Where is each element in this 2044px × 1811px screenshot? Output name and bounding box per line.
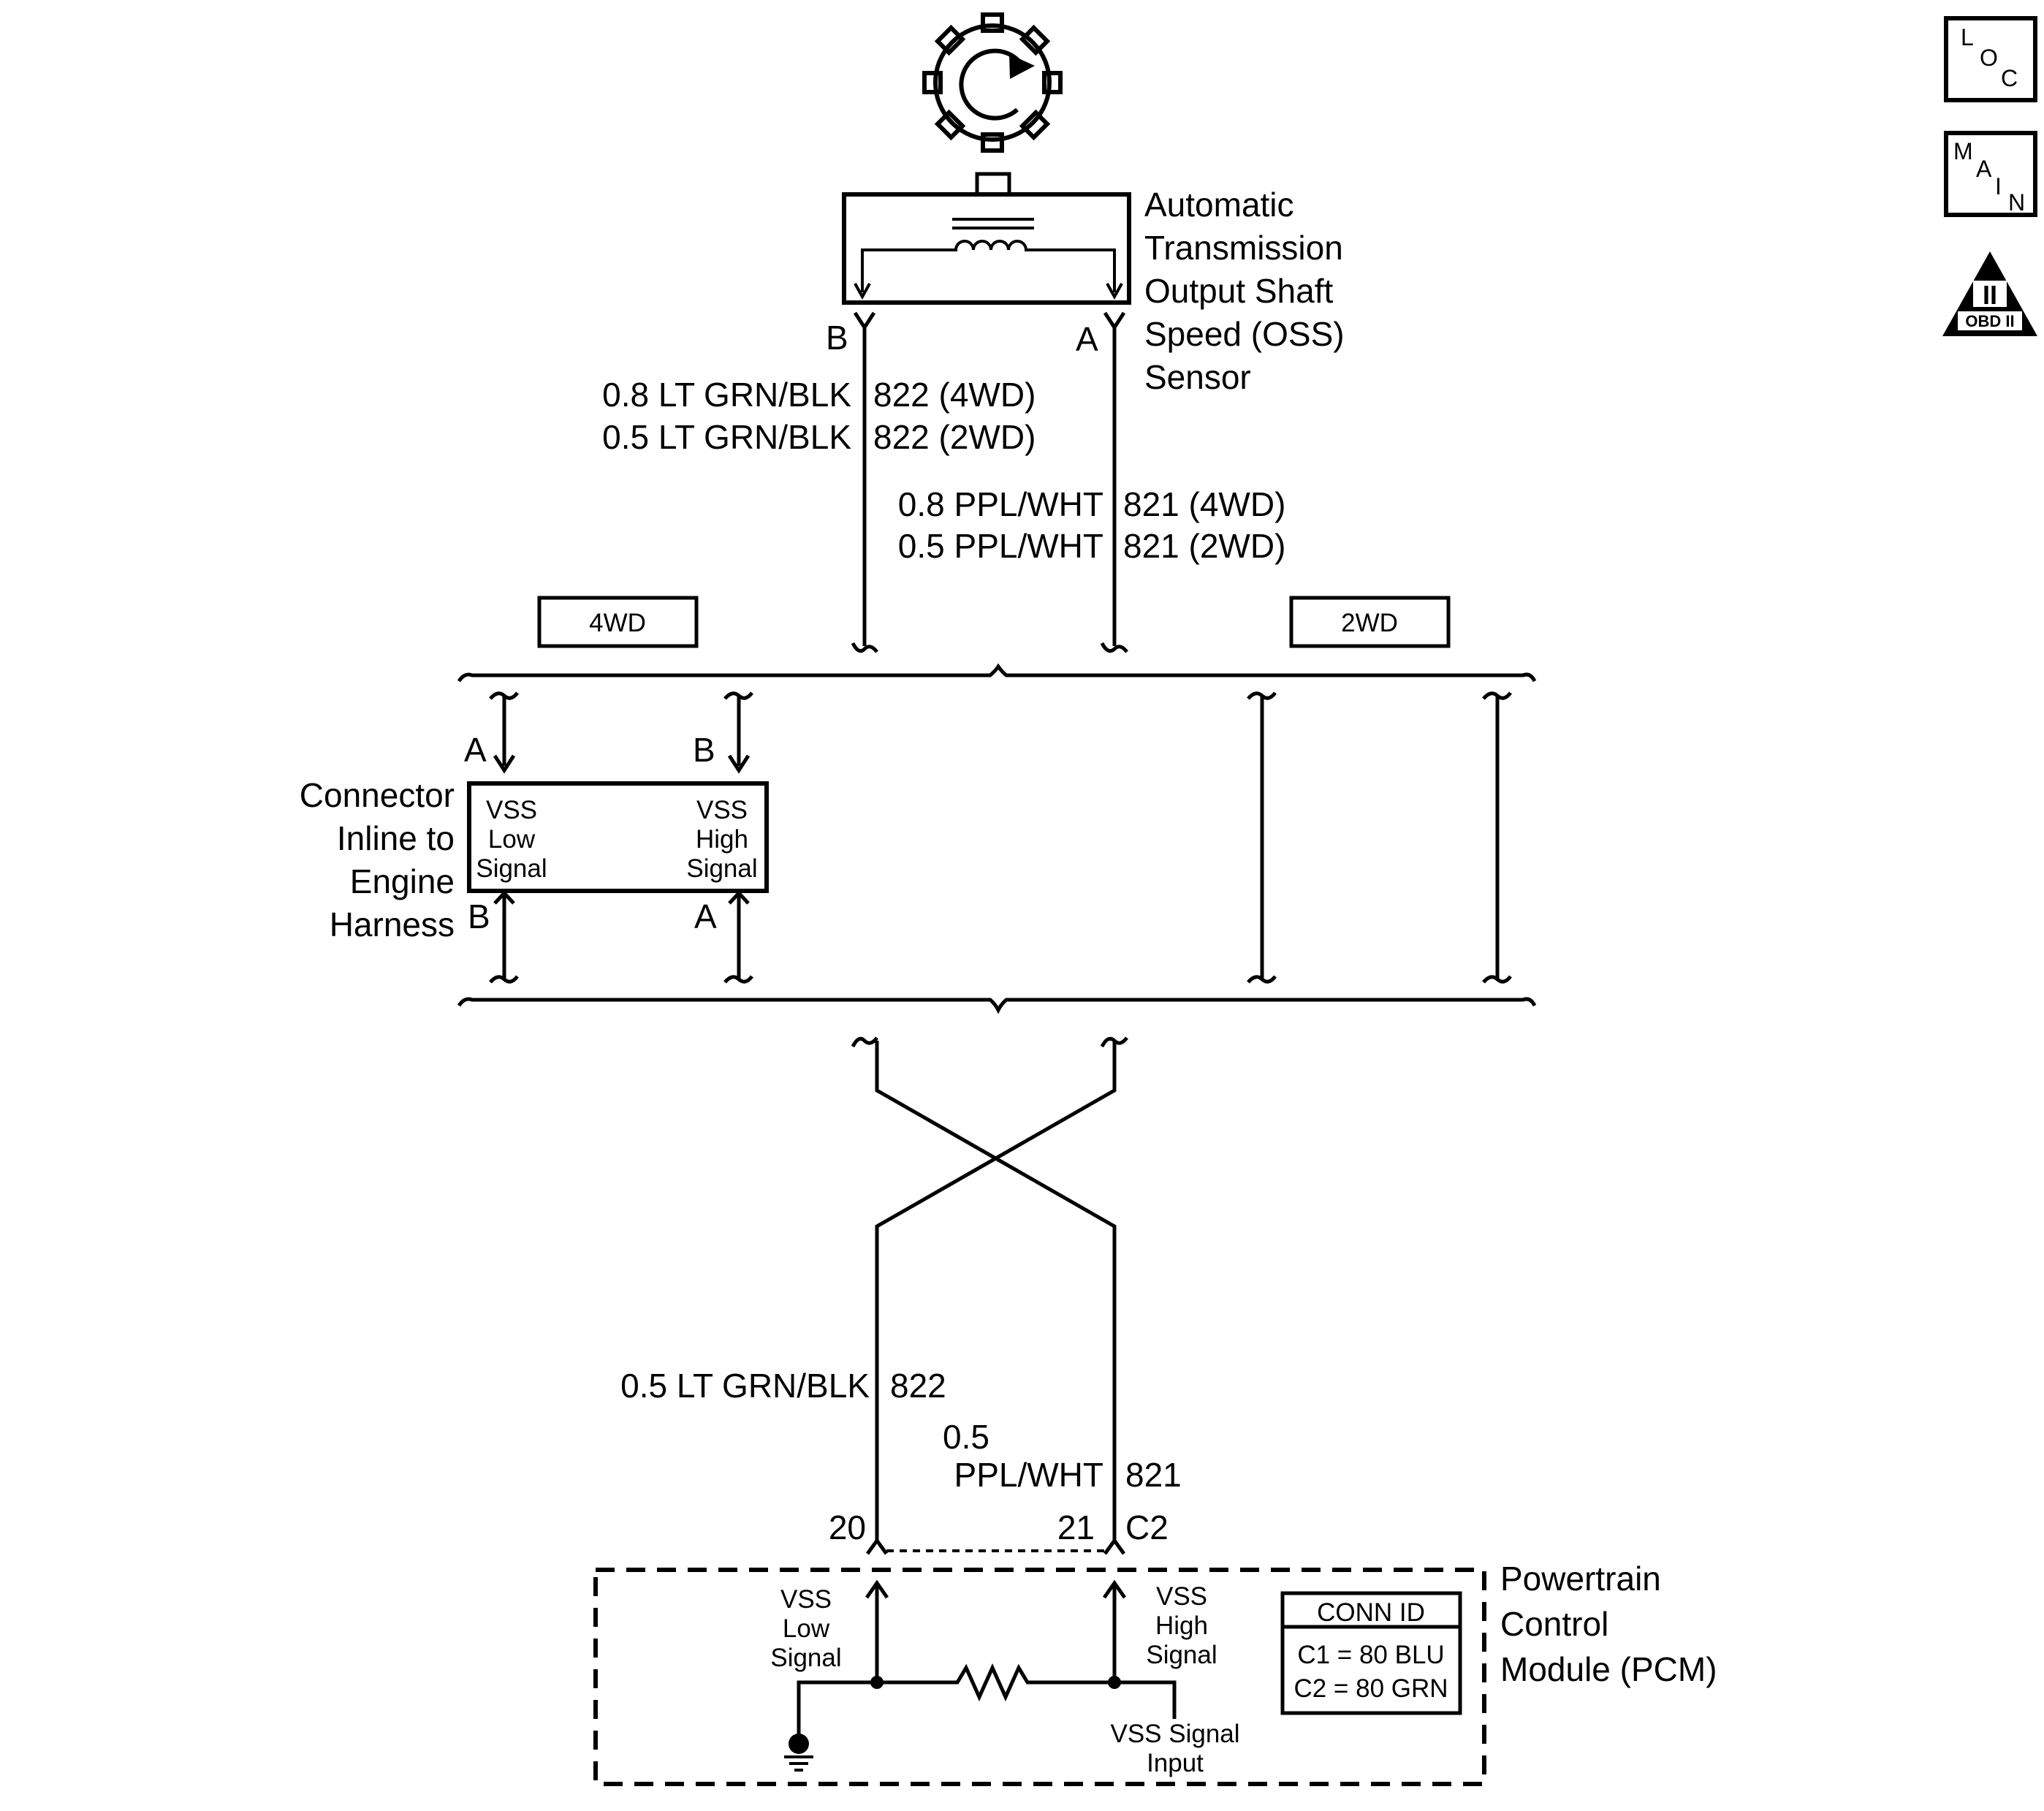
conn-id-title: CONN ID xyxy=(1317,1598,1425,1627)
sensor-pin-a: A xyxy=(1076,320,1098,358)
gear-tooth xyxy=(1042,71,1063,94)
pcm-name-2: Control xyxy=(1500,1605,1608,1643)
sensor-pin-b: B xyxy=(826,319,848,357)
pcm-high-label-1: VSS xyxy=(1156,1582,1207,1611)
connector-pin-bottom-a: A xyxy=(694,897,717,935)
inline-connector-box xyxy=(467,781,769,893)
connector-left-label-2: Low xyxy=(488,825,536,854)
loc-icon[interactable]: L O C xyxy=(1944,16,2037,102)
reluctor-wheel-icon xyxy=(922,12,1063,153)
connector-name-3: Engine xyxy=(350,862,455,900)
svg-text:A: A xyxy=(1976,156,1992,182)
gear-tooth xyxy=(934,24,966,56)
wire-822-2wd-color: 0.5 LT GRN/BLK xyxy=(602,418,851,456)
connector-right-label-1: VSS xyxy=(696,796,748,824)
oss-sensor xyxy=(842,172,1131,305)
pcm-input-label-2: Input xyxy=(1147,1749,1204,1777)
conn-id-c2: C2 = 80 GRN xyxy=(1293,1674,1448,1703)
connector-right-label-3: Signal xyxy=(686,854,757,883)
connector-left-label-3: Signal xyxy=(476,854,547,883)
wire-821-4wd-circuit: 821 (4WD) xyxy=(1123,485,1285,523)
gear-tooth xyxy=(981,12,1004,33)
svg-text:OBD II: OBD II xyxy=(1965,312,2014,330)
svg-text:M: M xyxy=(1953,138,1973,164)
option-bracket-top xyxy=(457,663,1537,683)
wire-822-4wd-color: 0.8 LT GRN/BLK xyxy=(602,376,851,414)
option-box-2wd xyxy=(1289,596,1451,648)
pcm-box xyxy=(593,1568,1486,1786)
wire-822-4wd-circuit: 822 (4WD) xyxy=(873,376,1036,414)
connector-pin-top-a: A xyxy=(464,731,487,769)
oss-sensor-name-2: Transmission xyxy=(1144,229,1343,267)
pcm-pin-21: 21 xyxy=(1057,1508,1095,1546)
bias-resistor xyxy=(877,1663,1114,1702)
wire-821-2wd-color: 0.5 PPL/WHT xyxy=(898,527,1103,565)
svg-text:L: L xyxy=(1961,24,1974,50)
wire-821-lower-circuit: 821 xyxy=(1125,1456,1182,1494)
connector-name-2: Inline to xyxy=(337,819,455,857)
pcm-high-label-2: High xyxy=(1155,1611,1208,1640)
connector-right-label-2: High xyxy=(696,825,748,854)
wire-821-lower xyxy=(875,1041,1117,1353)
oss-sensor-name-4: Speed (OSS) xyxy=(1144,315,1345,353)
gear-tooth xyxy=(934,109,966,141)
pcm-low-label-3: Signal xyxy=(770,1644,841,1672)
connector-name-4: Harness xyxy=(330,906,455,944)
wire-821-lower-color-2: PPL/WHT xyxy=(954,1456,1103,1494)
pcm-connector-c2: C2 xyxy=(1125,1508,1169,1546)
wire-822-lower xyxy=(875,1041,1117,1353)
connector-name-1: Connector xyxy=(300,776,455,814)
gear-tooth xyxy=(1019,109,1051,141)
connector-pin-top-b: B xyxy=(693,731,715,769)
pcm-low-label-1: VSS xyxy=(780,1585,832,1614)
svg-text:I: I xyxy=(1995,173,2002,200)
gear-tooth xyxy=(1019,24,1051,56)
wire-822-lower-circuit: 822 xyxy=(890,1367,946,1405)
wire-822-2wd-circuit: 822 (2WD) xyxy=(873,418,1036,456)
gear-tooth xyxy=(981,132,1004,153)
wire-821-lower-color-1: 0.5 xyxy=(943,1418,989,1456)
option-label-4wd: 4WD xyxy=(589,609,646,637)
main-icon[interactable]: M A I N xyxy=(1944,131,2037,217)
conn-id-box xyxy=(1280,1591,1462,1715)
conn-id-c1: C1 = 80 BLU xyxy=(1297,1641,1444,1669)
pcm-name-1: Powertrain xyxy=(1500,1560,1661,1598)
connector-pin-bottom-b: B xyxy=(468,897,490,935)
pcm-name-3: Module (PCM) xyxy=(1500,1650,1717,1688)
svg-text:C: C xyxy=(2001,65,2018,91)
oss-sensor-name-3: Output Shaft xyxy=(1144,272,1333,310)
svg-text:O: O xyxy=(1980,45,1998,71)
wire-821-2wd-circuit: 821 (2WD) xyxy=(1123,527,1285,565)
option-label-2wd: 2WD xyxy=(1341,609,1398,637)
gear-tooth xyxy=(922,71,943,94)
pcm-pin-20: 20 xyxy=(829,1508,866,1546)
oss-sensor-name-1: Automatic xyxy=(1144,186,1294,224)
option-box-4wd xyxy=(537,596,699,648)
pcm-input-label-1: VSS Signal xyxy=(1110,1720,1239,1748)
svg-text:N: N xyxy=(2008,189,2025,216)
option-bracket-bottom xyxy=(457,997,1537,1014)
ground-icon xyxy=(784,1734,813,1772)
wire-822-lower-color: 0.5 LT GRN/BLK xyxy=(620,1367,870,1405)
svg-text:II: II xyxy=(1983,280,1997,310)
pcm-low-label-2: Low xyxy=(783,1614,830,1643)
connector-left-label-1: VSS xyxy=(486,796,537,824)
pcm-high-label-3: Signal xyxy=(1146,1641,1217,1669)
oss-sensor-name-5: Sensor xyxy=(1144,358,1251,396)
obd-ii-icon[interactable]: II OBD II xyxy=(1942,251,2037,336)
wire-821-4wd-color: 0.8 PPL/WHT xyxy=(898,485,1103,523)
